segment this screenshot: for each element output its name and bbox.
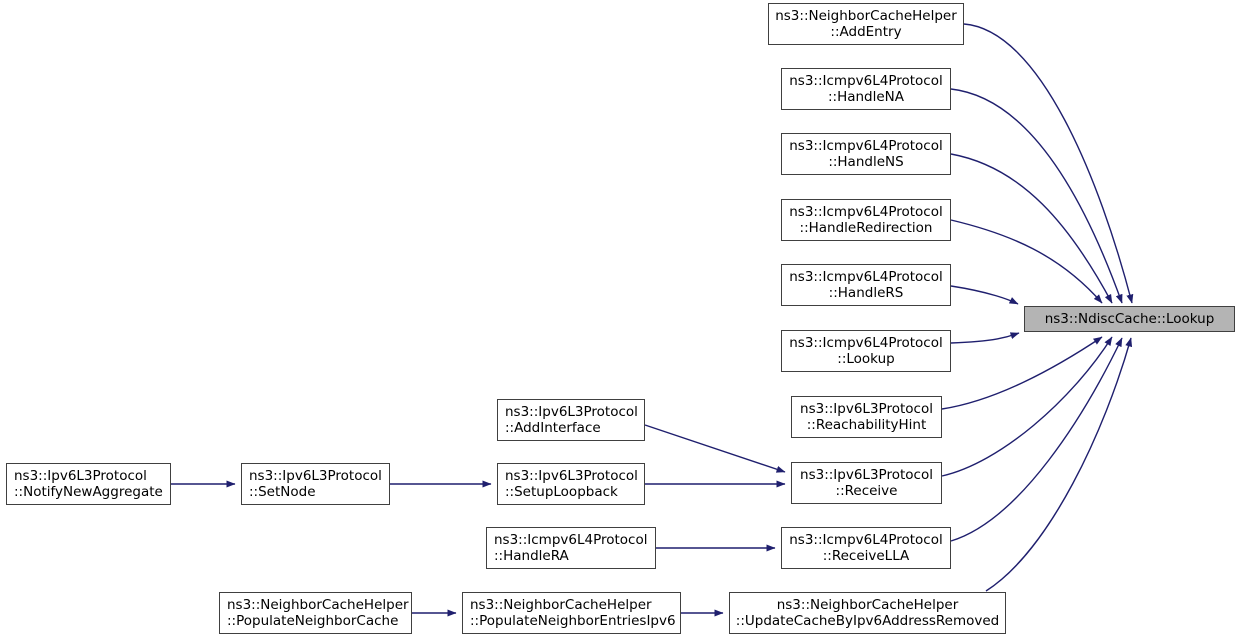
call-edge	[985, 337, 1133, 592]
node-label-line2: ::NotifyNewAggregate	[14, 484, 163, 500]
node-label-line1: ns3::NeighborCacheHelper	[470, 596, 652, 613]
node-label-line1: ns3::Ipv6L3Protocol	[800, 400, 933, 417]
call-edge	[963, 23, 1134, 304]
node-label-line1: ns3::Icmpv6L4Protocol	[789, 268, 943, 285]
graph-node-handle-redirection[interactable]: ns3::Icmpv6L4Protocol::HandleRedirection	[781, 199, 951, 241]
node-label-line2: ::ReceiveLLA	[822, 548, 910, 564]
call-edge	[941, 336, 1103, 410]
graph-node-ipv6-receive[interactable]: ns3::Ipv6L3Protocol::Receive	[791, 462, 942, 504]
graph-node-setup-loopback[interactable]: ns3::Ipv6L3Protocol::SetupLoopback	[497, 463, 645, 505]
node-label-line2: ::AddInterface	[505, 420, 601, 436]
node-label-line1: ns3::NeighborCacheHelper	[227, 596, 409, 613]
node-label-line2: ::SetupLoopback	[505, 484, 618, 500]
node-label-line1: ns3::NeighborCacheHelper	[775, 7, 957, 24]
call-edge	[950, 337, 1123, 542]
graph-node-handle-na[interactable]: ns3::Icmpv6L4Protocol::HandleNA	[781, 68, 951, 110]
graph-node-icmpv6-lookup[interactable]: ns3::Icmpv6L4Protocol::Lookup	[781, 330, 951, 372]
node-label-line2: ::UpdateCacheByIpv6AddressRemoved	[735, 613, 1000, 629]
graph-node-handle-ns[interactable]: ns3::Icmpv6L4Protocol::HandleNS	[781, 133, 951, 175]
node-label-line1: ns3::Ipv6L3Protocol	[800, 466, 933, 483]
node-label-line2: ::HandleNA	[827, 89, 905, 105]
graph-node-populate-neighbor-entries[interactable]: ns3::NeighborCacheHelper::PopulateNeighb…	[462, 592, 681, 634]
call-edge	[950, 219, 1103, 304]
graph-node-receive-lla[interactable]: ns3::Icmpv6L4Protocol::ReceiveLLA	[781, 527, 951, 569]
node-label-line1: ns3::Icmpv6L4Protocol	[789, 531, 943, 548]
node-label-line2: ::HandleRS	[828, 285, 904, 301]
node-label-line1: ns3::Icmpv6L4Protocol	[789, 203, 943, 220]
call-edge	[950, 332, 1020, 344]
call-edge	[950, 88, 1123, 304]
node-label-line1: ns3::Icmpv6L4Protocol	[789, 334, 943, 351]
graph-node-handle-rs[interactable]: ns3::Icmpv6L4Protocol::HandleRS	[781, 264, 951, 306]
call-edge	[950, 285, 1019, 305]
call-edge	[941, 336, 1113, 477]
node-label-line2: ::HandleNS	[828, 154, 904, 170]
node-label-line2: ::SetNode	[249, 484, 316, 500]
graph-node-add-interface[interactable]: ns3::Ipv6L3Protocol::AddInterface	[497, 399, 645, 441]
graph-node-set-node[interactable]: ns3::Ipv6L3Protocol::SetNode	[241, 463, 390, 505]
node-label-line1: ns3::Icmpv6L4Protocol	[789, 72, 943, 89]
call-edge	[644, 424, 786, 473]
graph-node-reachability-hint[interactable]: ns3::Ipv6L3Protocol::ReachabilityHint	[791, 396, 942, 438]
graph-node-handle-ra[interactable]: ns3::Icmpv6L4Protocol::HandleRA	[486, 527, 656, 569]
graph-node-ndisc-lookup[interactable]: ns3::NdiscCache::Lookup	[1024, 306, 1235, 332]
node-label-line2: ::HandleRA	[494, 548, 569, 564]
node-label-line1: ns3::Icmpv6L4Protocol	[494, 531, 648, 548]
edges-group	[171, 23, 1134, 617]
node-label-line1: ns3::Icmpv6L4Protocol	[789, 137, 943, 154]
node-label-line1: ns3::Ipv6L3Protocol	[14, 467, 147, 484]
node-label-line2: ::AddEntry	[830, 24, 902, 40]
node-label-line2: ::ReachabilityHint	[806, 417, 927, 433]
node-label-line2: ::PopulateNeighborCache	[227, 613, 399, 629]
node-label-line1: ns3::Ipv6L3Protocol	[505, 467, 638, 484]
node-label-line1: ns3::Ipv6L3Protocol	[505, 403, 638, 420]
node-label-line2: ::HandleRedirection	[799, 220, 933, 236]
node-label-line1: ns3::NeighborCacheHelper	[776, 596, 959, 613]
node-label-line1: ns3::Ipv6L3Protocol	[249, 467, 382, 484]
node-label-line1: ns3::NdiscCache::Lookup	[1044, 310, 1215, 327]
graph-node-update-cache[interactable]: ns3::NeighborCacheHelper::UpdateCacheByI…	[729, 592, 1006, 634]
graph-node-add-entry[interactable]: ns3::NeighborCacheHelper::AddEntry	[768, 3, 964, 45]
node-label-line2: ::Receive	[835, 483, 898, 499]
call-edge	[950, 153, 1113, 304]
graph-node-notify-new-aggregate[interactable]: ns3::Ipv6L3Protocol::NotifyNewAggregate	[6, 463, 171, 505]
node-label-line2: ::PopulateNeighborEntriesIpv6	[470, 613, 676, 629]
graph-node-populate-neighbor-cache[interactable]: ns3::NeighborCacheHelper::PopulateNeighb…	[219, 592, 412, 634]
node-label-line2: ::Lookup	[837, 351, 895, 367]
